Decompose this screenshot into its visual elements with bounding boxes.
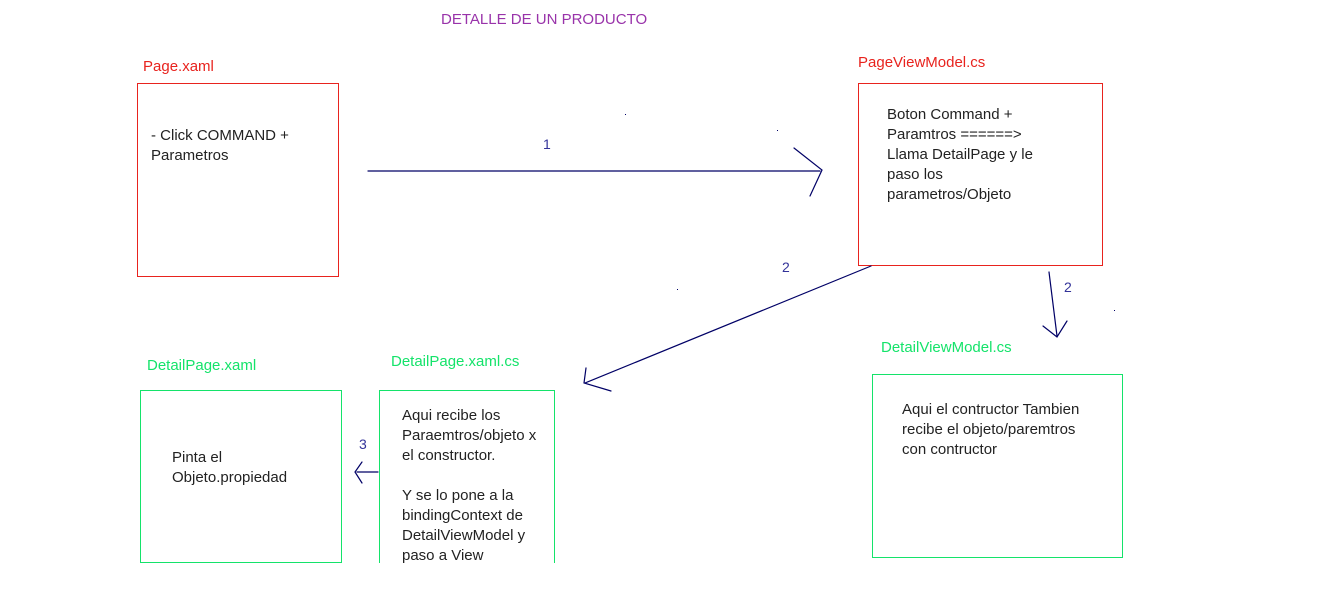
page-view-model-label: PageViewModel.cs bbox=[858, 54, 986, 71]
edge-1-arrow bbox=[367, 147, 823, 197]
edge-3-arrow bbox=[354, 461, 379, 484]
detail-view-model-box bbox=[872, 374, 1123, 558]
detail-page-xaml-cs-text: Aqui recibe los Paraemtros/objeto x el c… bbox=[402, 407, 537, 564]
detail-page-xaml-cs-label: DetailPage.xaml.cs bbox=[391, 353, 520, 370]
page-view-model-text: Boton Command + Paramtros ======> Llama … bbox=[887, 106, 1033, 203]
page-xaml-text: - Click COMMAND + Parametros bbox=[151, 127, 289, 164]
edge-3-label: 3 bbox=[359, 436, 367, 452]
detail-page-xaml-cs-box bbox=[379, 390, 555, 563]
edge-2-right-arrow bbox=[1042, 271, 1068, 338]
page-view-model-box bbox=[858, 83, 1103, 266]
edge-2-left-label: 2 bbox=[782, 259, 790, 275]
stray-dot bbox=[1114, 310, 1115, 311]
detail-page-xaml-label: DetailPage.xaml bbox=[147, 357, 257, 374]
detail-view-model-label: DetailViewModel.cs bbox=[881, 339, 1012, 356]
diagram-title: DETALLE DE UN PRODUCTO bbox=[441, 11, 648, 28]
edge-2-left-arrow bbox=[583, 265, 872, 392]
page-xaml-box bbox=[137, 83, 339, 277]
edge-2-right-label: 2 bbox=[1064, 279, 1072, 295]
edge-1-label: 1 bbox=[543, 136, 551, 152]
detail-view-model-text: Aqui el contructor Tambien recibe el obj… bbox=[902, 401, 1080, 458]
stray-dot bbox=[677, 289, 678, 290]
page-xaml-label: Page.xaml bbox=[143, 58, 214, 75]
detail-page-xaml-text: Pinta el Objeto.propiedad bbox=[172, 449, 288, 486]
detail-page-xaml-box bbox=[140, 390, 342, 563]
stray-dot bbox=[777, 130, 778, 131]
stray-dot bbox=[625, 114, 626, 115]
